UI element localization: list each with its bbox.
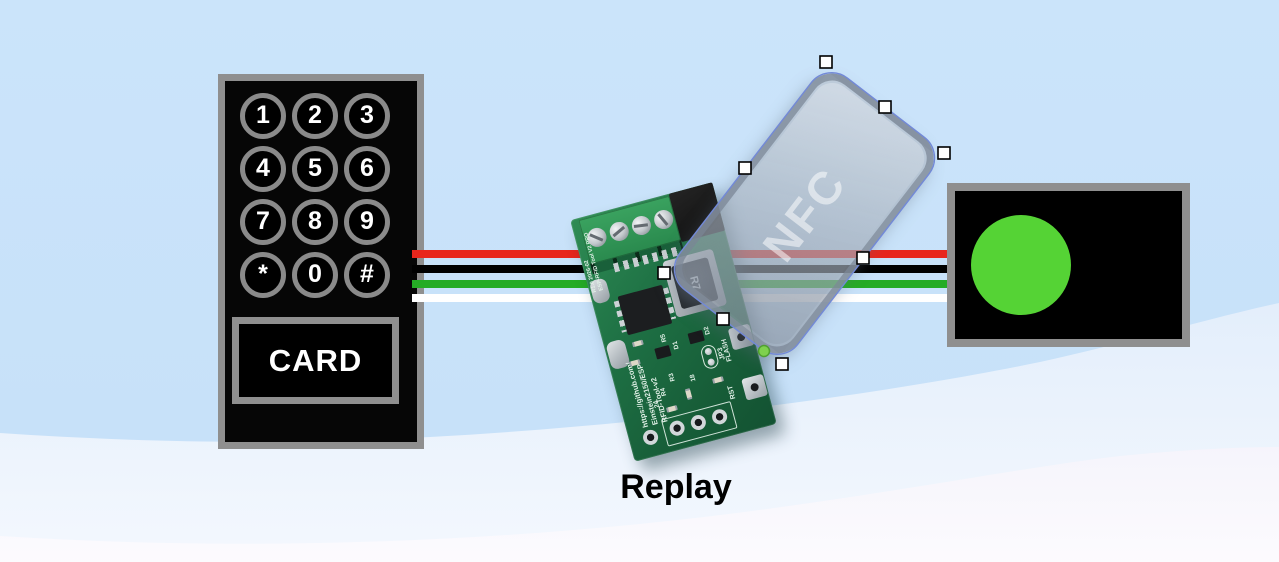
status-light	[971, 215, 1071, 315]
rst-pad	[741, 373, 769, 401]
keypad-key-1[interactable]: 1	[240, 92, 286, 139]
transistor	[687, 329, 705, 345]
resistor	[684, 388, 693, 400]
keypad-device[interactable]: 1 2 3 4 5 6 7 8 9 * 0 # CARD	[218, 74, 424, 449]
silkscreen-r3: R3	[667, 372, 677, 383]
keypad-key-8[interactable]: 8	[292, 198, 338, 245]
silkscreen-r4: R4	[659, 386, 669, 397]
terminal-screw-icon	[652, 207, 676, 232]
keypad-key-3[interactable]: 3	[344, 92, 390, 139]
pin-hole	[641, 428, 660, 447]
keypad-key-6[interactable]: 6	[344, 145, 390, 192]
silkscreen-d1: D1	[671, 340, 681, 351]
card-slot: CARD	[232, 317, 399, 404]
soic-chip	[617, 284, 673, 336]
keypad-key-4[interactable]: 4	[240, 145, 286, 192]
transistor	[654, 345, 672, 360]
silkscreen-18: 18	[688, 373, 698, 383]
card-label: CARD	[268, 342, 363, 378]
keypad-key-hash[interactable]: #	[344, 251, 390, 298]
terminal-screw-icon	[629, 213, 654, 238]
keypad-key-9[interactable]: 9	[344, 198, 390, 245]
keypad-key-0[interactable]: 0	[292, 251, 338, 298]
keypad-key-star[interactable]: *	[240, 251, 286, 298]
silkscreen-d2: D2	[702, 325, 712, 336]
keypad-key-5[interactable]: 5	[292, 145, 338, 192]
diagram-caption[interactable]: Replay	[620, 468, 732, 506]
indicator-panel[interactable]	[947, 183, 1190, 347]
keypad-key-2[interactable]: 2	[292, 92, 338, 139]
keypad-key-7[interactable]: 7	[240, 198, 286, 245]
silkscreen-r5: R5	[659, 333, 669, 343]
resistor	[712, 376, 724, 384]
resistor	[665, 405, 678, 413]
resistor	[631, 339, 644, 348]
terminal-screw-icon	[607, 219, 631, 244]
silkscreen-rst: RST	[726, 384, 738, 400]
